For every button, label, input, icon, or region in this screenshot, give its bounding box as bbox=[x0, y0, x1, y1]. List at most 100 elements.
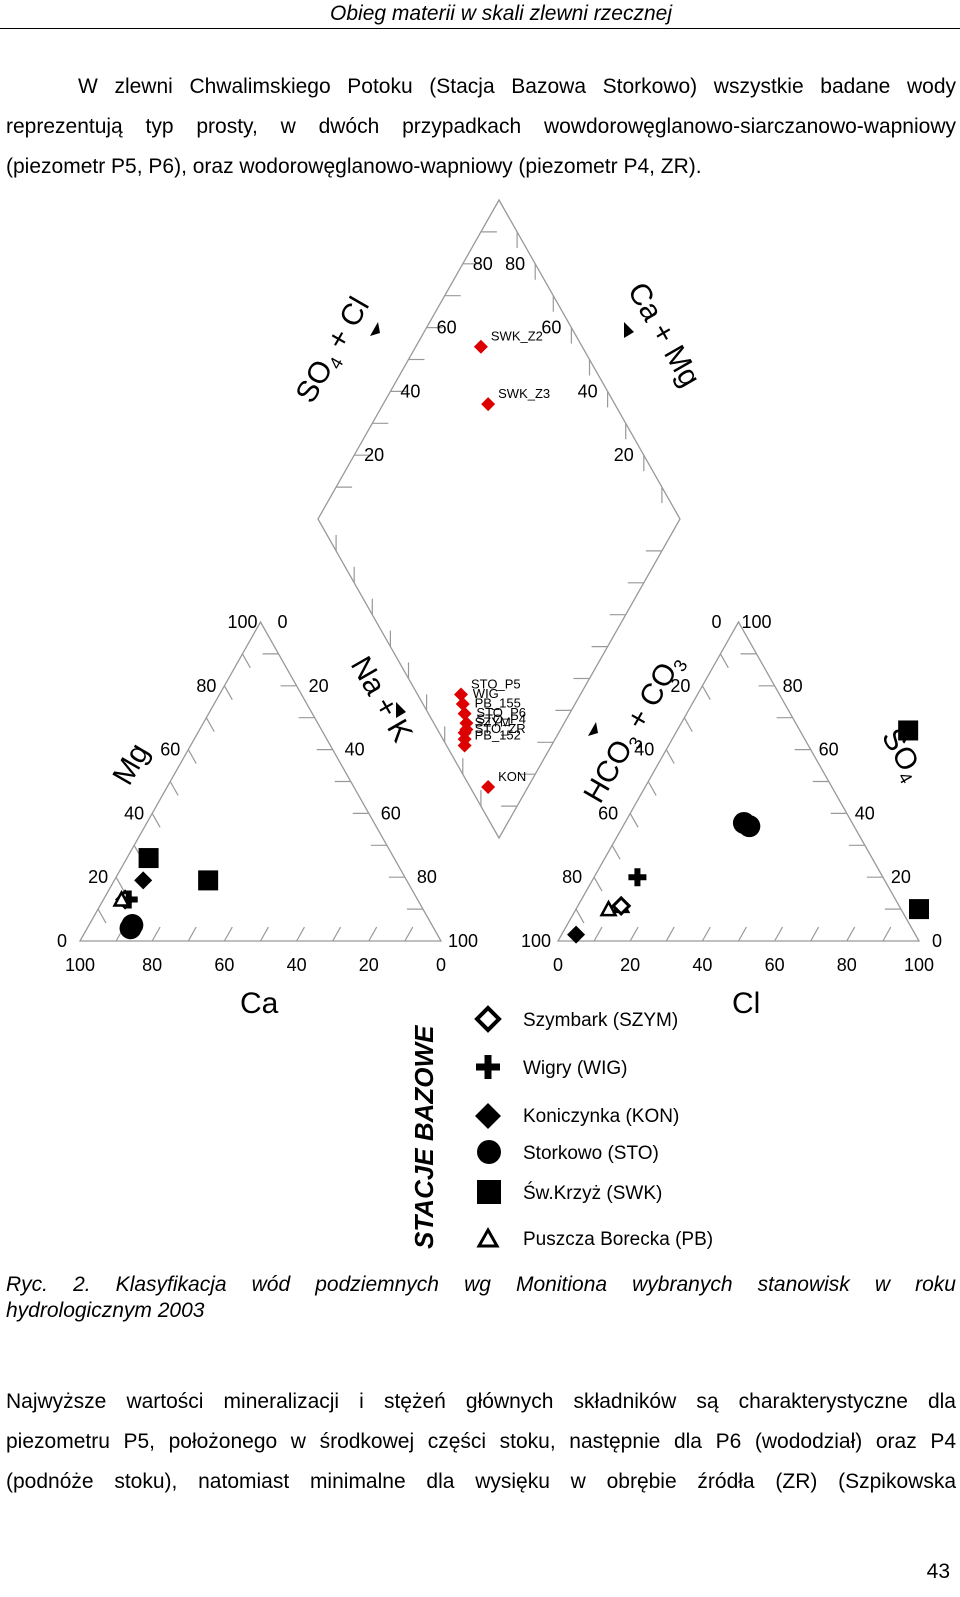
cation-left-tick bbox=[151, 813, 161, 828]
anion-point-marker bbox=[738, 815, 761, 838]
axis-title-ca-mg: Ca + Mg bbox=[621, 277, 707, 392]
axis-title-cl: Cl bbox=[732, 987, 760, 1020]
tick-label-hco3: 40 bbox=[634, 740, 654, 760]
tick-label-diamond-left: 40 bbox=[400, 381, 420, 401]
diamond-point-marker bbox=[481, 397, 496, 412]
anion-point-marker bbox=[599, 899, 618, 917]
piper-tick-marks bbox=[97, 231, 901, 942]
diamond-point-marker bbox=[455, 697, 470, 712]
diamond-point-label: SWK_Z3 bbox=[498, 386, 550, 401]
cation-point-marker bbox=[134, 871, 153, 890]
diamond-point-marker bbox=[481, 779, 496, 794]
diamond-point-label: STO_P4 bbox=[476, 712, 526, 727]
legend-plus-icon bbox=[476, 1055, 500, 1079]
paragraph-body-line-1: Najwyższe wartości mineralizacji i stęże… bbox=[6, 1390, 956, 1413]
cation-left-tick bbox=[169, 781, 179, 796]
tick-label-diamond-right: 20 bbox=[614, 445, 634, 465]
legend-diamond-open-icon bbox=[474, 1005, 502, 1033]
tick-label-hco3: 0 bbox=[711, 612, 721, 632]
tick-label-cl: 100 bbox=[904, 955, 934, 975]
cation-base-tick bbox=[151, 926, 161, 942]
anion-base-tick bbox=[737, 926, 747, 942]
cation-point-marker bbox=[198, 870, 219, 891]
anion-left-tick bbox=[665, 749, 675, 764]
diamond-point-label: SWK_Z2 bbox=[491, 329, 543, 344]
central-diamond bbox=[317, 198, 681, 840]
diamond-point-marker bbox=[453, 687, 468, 702]
anion-points bbox=[567, 720, 929, 944]
paragraph-body: Najwyższe wartości mineralizacji i stęże… bbox=[6, 1382, 956, 1502]
cation-base-tick bbox=[296, 926, 306, 942]
page-number: 43 bbox=[926, 1560, 950, 1583]
tick-label-so4: 80 bbox=[783, 676, 803, 696]
anion-left-tick bbox=[593, 876, 603, 892]
tick-label-diamond-right: 80 bbox=[505, 254, 525, 274]
tick-label-so4: 100 bbox=[741, 612, 771, 632]
tick-label-hco3: 80 bbox=[562, 867, 582, 887]
diamond-points: SWK_Z2SWK_Z3STO_P5WIGPB_155STO_P6STO_P4S… bbox=[453, 329, 550, 794]
tick-label-na-k: 0 bbox=[277, 612, 287, 632]
cation-base-tick bbox=[259, 926, 269, 942]
tick-label-diamond-right: 40 bbox=[578, 381, 598, 401]
tick-label-cl: 80 bbox=[837, 955, 857, 975]
tick-label-so4: 20 bbox=[891, 867, 911, 887]
cation-base-tick bbox=[223, 926, 233, 942]
diamond-point-marker bbox=[457, 738, 472, 753]
diamond-point-label: WIG bbox=[473, 686, 499, 701]
cation-left-tick bbox=[115, 876, 125, 892]
tick-label-hco3: 100 bbox=[521, 931, 551, 951]
anion-base-tick bbox=[882, 926, 892, 942]
anion-point-marker bbox=[909, 899, 929, 920]
tick-label-ca: 20 bbox=[359, 955, 379, 975]
figure-caption-line-2: hydrologicznym 2003 bbox=[6, 1299, 205, 1322]
figure-caption-line-1: Ryc. 2. Klasyfikacja wód podziemnych wg … bbox=[6, 1273, 956, 1296]
paragraph-intro-line-2: reprezentują typ prosty, w dwóch przypad… bbox=[6, 115, 956, 138]
tick-label-ca: 80 bbox=[142, 955, 162, 975]
diamond-point-label: PB_152 bbox=[475, 727, 521, 742]
diamond-point-label: STO_P6 bbox=[476, 705, 526, 720]
tick-label-diamond-right: 60 bbox=[541, 318, 561, 338]
tick-label-cl: 0 bbox=[553, 955, 563, 975]
legend-square-icon bbox=[477, 1180, 501, 1204]
tick-label-hco3: 60 bbox=[598, 803, 618, 823]
axis-title-na-k: Na + K bbox=[344, 651, 419, 748]
anion-base-tick bbox=[810, 926, 820, 942]
anion-point-marker bbox=[898, 720, 919, 741]
arrow-ca-mg-icon bbox=[624, 322, 634, 338]
tick-label-so4: 0 bbox=[932, 931, 942, 951]
tick-label-cl: 20 bbox=[620, 955, 640, 975]
tick-label-diamond-left: 20 bbox=[364, 445, 384, 465]
anion-point-marker bbox=[611, 895, 632, 917]
anion-left-tick bbox=[629, 813, 639, 828]
diamond-point-marker bbox=[473, 339, 488, 354]
legend-label: Św.Krzyż (SWK) bbox=[523, 1182, 662, 1204]
legend-label: Storkowo (STO) bbox=[523, 1143, 659, 1164]
tick-label-mg: 20 bbox=[88, 867, 108, 887]
axis-title-mg: Mg bbox=[106, 738, 155, 791]
running-header-title: Obieg materii w skali zlewni rzecznej bbox=[330, 2, 672, 25]
tick-label-na-k: 20 bbox=[309, 676, 329, 696]
piper-frame bbox=[78, 198, 921, 942]
tick-label-cl: 60 bbox=[765, 955, 785, 975]
cation-base-tick bbox=[368, 926, 378, 942]
anion-left-tick bbox=[647, 781, 657, 796]
tick-label-mg: 80 bbox=[196, 676, 216, 696]
diamond-point-marker bbox=[457, 706, 472, 721]
tick-label-na-k: 60 bbox=[381, 803, 401, 823]
cation-base-tick bbox=[404, 926, 414, 942]
cation-points bbox=[112, 848, 219, 940]
anion-left-tick bbox=[701, 685, 711, 701]
anion-base-tick bbox=[846, 926, 856, 942]
tick-label-mg: 0 bbox=[57, 931, 67, 951]
running-header: Obieg materii w skali zlewni rzecznej bbox=[0, 0, 960, 29]
tick-label-diamond-left: 60 bbox=[437, 318, 457, 338]
tick-label-cl: 40 bbox=[692, 955, 712, 975]
tick-label-so4: 40 bbox=[855, 803, 875, 823]
legend-label: Wigry (WIG) bbox=[523, 1058, 627, 1079]
paragraph-intro-line-3: (piezometr P5, P6), oraz wodorowęglanowo… bbox=[6, 155, 702, 178]
cation-left-tick bbox=[223, 685, 233, 701]
stacje-bazowe-label: STACJE BAZOWE bbox=[409, 1025, 439, 1249]
axis-title-so4-cl: SO4 + Cl bbox=[289, 292, 378, 410]
